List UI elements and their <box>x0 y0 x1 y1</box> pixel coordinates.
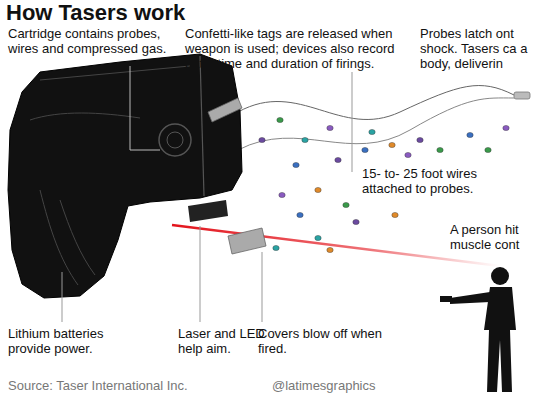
probe-note: Probes latch ont shock. Tasers ca a body… <box>420 26 530 71</box>
confetti-tag <box>273 245 279 250</box>
confetti-tag <box>503 125 509 130</box>
confetti-tag <box>293 162 299 167</box>
cartridge-note: Cartridge contains probes, wires and com… <box>8 26 168 56</box>
cover-note: Covers blow off when fired. <box>258 326 388 356</box>
source-credit: Source: Taser International Inc. <box>8 378 268 393</box>
taser-body <box>8 54 242 298</box>
confetti-tag <box>297 212 303 217</box>
body-detail <box>40 66 190 80</box>
confetti-tag <box>327 125 333 130</box>
cartridge-detail <box>159 124 191 156</box>
laser-housing <box>188 200 228 222</box>
confetti-tag <box>259 137 265 142</box>
confetti-tag <box>335 157 341 162</box>
confetti-tag <box>437 147 443 152</box>
body-detail <box>30 113 140 120</box>
probe <box>514 92 530 99</box>
person-silhouette <box>440 267 516 392</box>
confetti-tag <box>389 142 395 147</box>
confetti-tag <box>417 137 423 142</box>
leader-line <box>130 66 160 150</box>
blown-cover <box>208 98 242 122</box>
cartridge-detail <box>167 132 183 148</box>
confetti-tag <box>302 137 308 142</box>
confetti-tag <box>315 235 321 240</box>
probe-wire <box>238 98 514 150</box>
probe-wire <box>238 86 514 120</box>
blown-cover <box>228 228 266 254</box>
person-note: A person hit muscle cont <box>450 222 532 252</box>
confetti-tag <box>343 202 349 207</box>
leader-line <box>62 272 63 322</box>
title: How Tasers work <box>6 0 185 26</box>
grip-detail <box>40 190 78 285</box>
wire-note: 15- to- 25 foot wires attached to probes… <box>362 166 502 196</box>
confetti-tag <box>405 152 411 157</box>
confetti-note: Confetti-like tags are released when wea… <box>185 26 423 71</box>
confetti-tag <box>485 147 491 152</box>
confetti-tag <box>369 129 375 134</box>
confetti-tag <box>327 247 333 252</box>
confetti-tag <box>315 187 321 192</box>
confetti-tag <box>277 117 283 122</box>
battery-note: Lithium batteries provide power. <box>8 326 138 356</box>
cartridge-seam <box>200 56 204 196</box>
leader-line <box>200 226 201 322</box>
leader-line <box>262 252 263 322</box>
confetti-tag <box>392 212 398 217</box>
grip-detail <box>60 200 95 275</box>
leader-line <box>352 72 353 172</box>
graphics-credit: @latimesgraphics <box>272 378 472 393</box>
confetti-tag <box>467 132 473 137</box>
confetti-tag <box>279 192 285 197</box>
confetti-tag <box>353 219 359 224</box>
confetti-tag <box>362 147 368 152</box>
